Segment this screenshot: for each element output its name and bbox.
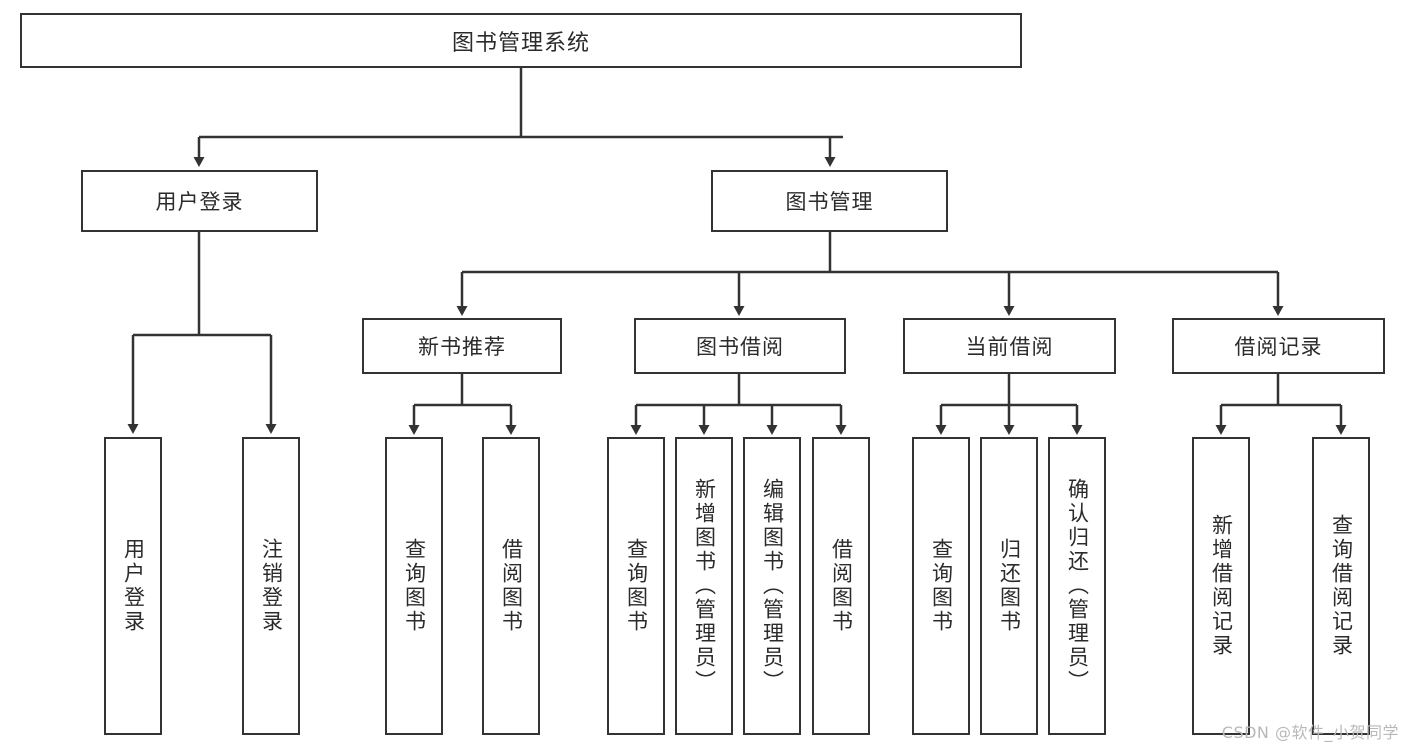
node-label: 新增借阅记录: [1209, 514, 1234, 658]
node-label: 确认归还（管理员）: [1065, 478, 1090, 694]
node-user-login[interactable]: 用户登录: [81, 170, 318, 232]
node-label: 编辑图书（管理员）: [760, 478, 785, 694]
node-label: 查询图书: [624, 538, 649, 634]
node-book-borrow[interactable]: 图书借阅: [634, 318, 846, 374]
leaf-current-borrow-confirm-return-admin[interactable]: 确认归还（管理员）: [1048, 437, 1106, 735]
leaf-user-login-logout[interactable]: 注销登录: [242, 437, 300, 735]
node-label: 借阅图书: [829, 538, 854, 634]
node-label: 图书借阅: [696, 335, 784, 359]
node-current-borrow[interactable]: 当前借阅: [903, 318, 1116, 374]
node-book-management[interactable]: 图书管理: [711, 170, 948, 232]
node-root-book-management-system[interactable]: 图书管理系统: [20, 13, 1022, 68]
leaf-user-login-login[interactable]: 用户登录: [104, 437, 162, 735]
leaf-book-borrow-add-book-admin[interactable]: 新增图书（管理员）: [675, 437, 733, 735]
leaf-new-book-borrow-book[interactable]: 借阅图书: [482, 437, 540, 735]
node-label: 查询图书: [402, 538, 427, 634]
leaf-book-borrow-edit-book-admin[interactable]: 编辑图书（管理员）: [743, 437, 801, 735]
leaf-book-borrow-borrow-book[interactable]: 借阅图书: [812, 437, 870, 735]
node-label: 查询借阅记录: [1329, 514, 1354, 658]
node-label: 当前借阅: [965, 335, 1054, 359]
node-label: 用户登录: [155, 190, 244, 214]
node-label: 借阅记录: [1234, 335, 1323, 359]
leaf-current-borrow-return-book[interactable]: 归还图书: [980, 437, 1038, 735]
node-label: 借阅图书: [499, 538, 524, 634]
node-label: 注销登录: [259, 538, 284, 634]
node-label: 新增图书（管理员）: [692, 478, 717, 694]
node-label: 用户登录: [121, 538, 146, 634]
node-label: 图书管理: [785, 190, 874, 214]
node-label: 查询图书: [929, 538, 954, 634]
leaf-new-book-query-book[interactable]: 查询图书: [385, 437, 443, 735]
node-label: 新书推荐: [418, 335, 506, 359]
node-label: 归还图书: [997, 538, 1022, 634]
node-label: 图书管理系统: [451, 30, 590, 56]
leaf-book-borrow-query-book[interactable]: 查询图书: [607, 437, 665, 735]
leaf-current-borrow-query-book[interactable]: 查询图书: [912, 437, 970, 735]
node-borrow-records[interactable]: 借阅记录: [1172, 318, 1385, 374]
leaf-borrow-records-add-record[interactable]: 新增借阅记录: [1192, 437, 1250, 735]
leaf-borrow-records-query-record[interactable]: 查询借阅记录: [1312, 437, 1370, 735]
node-new-book-recommend[interactable]: 新书推荐: [362, 318, 562, 374]
